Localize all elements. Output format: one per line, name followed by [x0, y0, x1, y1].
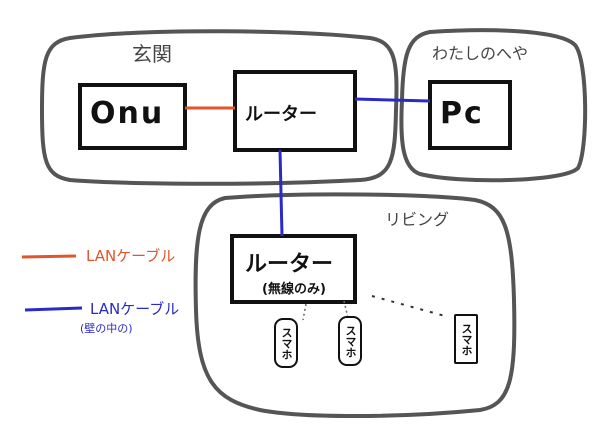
- smartphone-1: スマホ: [274, 318, 298, 368]
- legend-blue-note: (壁の中の): [80, 322, 133, 335]
- onu-label: Onu: [90, 96, 165, 131]
- smartphone-2: スマホ: [338, 316, 362, 366]
- room-entrance-outline: [39, 29, 399, 186]
- legend-blue-label: LANケーブル: [90, 300, 180, 318]
- room-living-outline: [193, 192, 517, 418]
- router-living-box: [230, 234, 357, 304]
- smartphone-label: スマホ: [460, 322, 473, 356]
- smartphone-label: スマホ: [344, 324, 357, 358]
- legend-orange-line: [21, 254, 77, 259]
- smartphone-3: スマホ: [454, 314, 478, 364]
- router-main-box: [233, 70, 357, 152]
- lan-cable-router-pc: [354, 97, 431, 103]
- router-main-label: ルーター: [245, 104, 317, 125]
- room-label-entrance: 玄関: [132, 42, 172, 66]
- pc-label: Pc: [440, 96, 484, 131]
- router-living-note: (無線のみ): [262, 282, 326, 297]
- room-label-living: リビング: [385, 210, 450, 229]
- legend-blue-line: [24, 306, 83, 312]
- smartphone-label: スマホ: [280, 326, 293, 360]
- wireless-link-3: [371, 295, 446, 317]
- lan-cable-router-living: [278, 149, 284, 237]
- legend-orange-label: LANケーブル: [86, 247, 176, 265]
- pc-box: [428, 80, 512, 150]
- router-living-label: ルーター: [245, 252, 334, 277]
- room-label-my-room: わたしのへや: [432, 44, 529, 63]
- onu-box: [78, 83, 187, 150]
- wireless-link-1: [302, 303, 307, 321]
